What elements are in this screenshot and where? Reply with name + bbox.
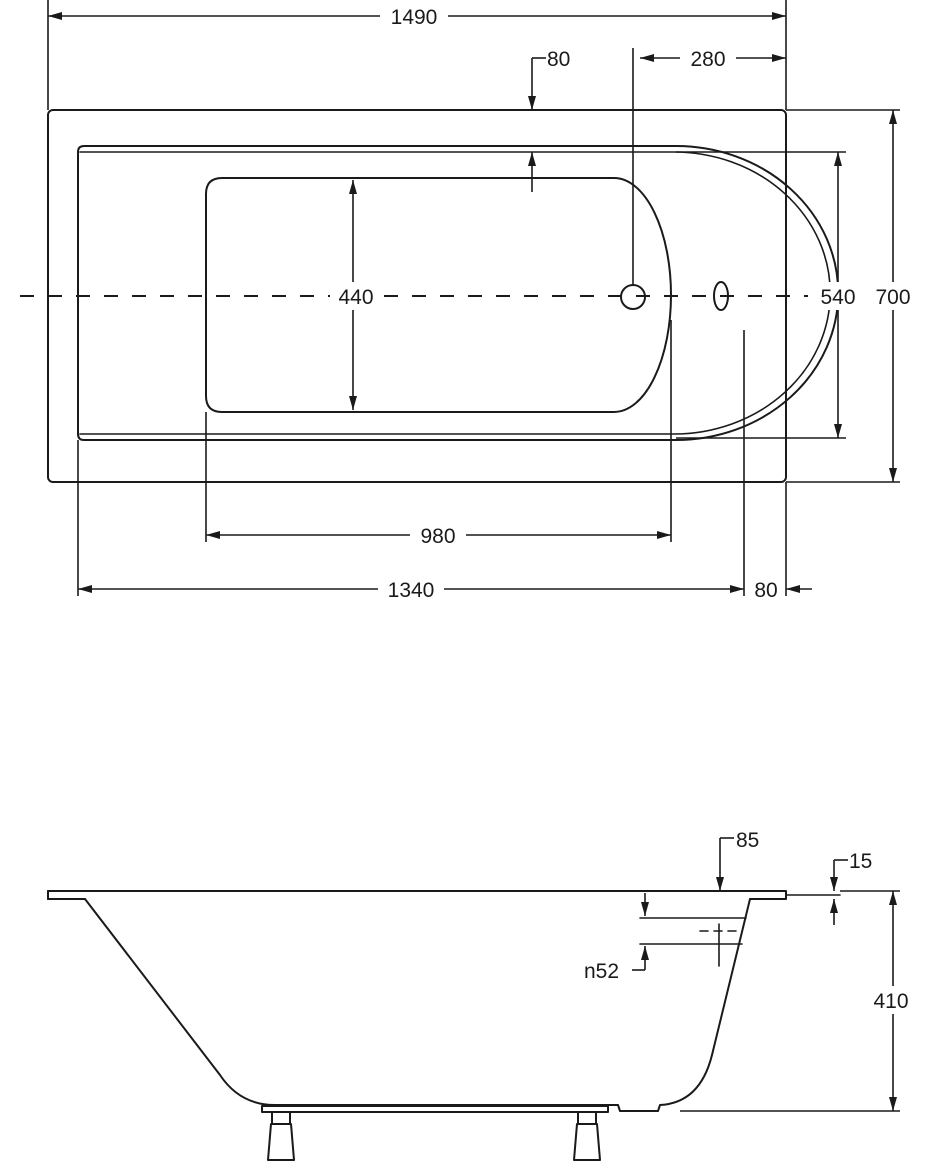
inner-tub-outline	[77, 145, 840, 441]
side-tub-body	[84, 898, 751, 1112]
side-rim-outline	[47, 890, 787, 900]
dimension-rim-thickness: 15	[849, 850, 872, 873]
side-view: 85 15 410 n52	[47, 829, 918, 1161]
dimension-overall-width: 700	[875, 286, 910, 309]
foot-right-icon	[573, 1123, 601, 1161]
dimension-rim-width: 85	[736, 829, 759, 852]
dimension-depth: 410	[873, 990, 908, 1013]
dimension-rim-end: 80	[754, 579, 777, 602]
dimension-inner-width: 540	[820, 286, 855, 309]
dimension-basin-length: 980	[420, 525, 455, 548]
dimension-overflow-diameter: n52	[584, 960, 619, 983]
dimension-rim-top: 80	[547, 48, 570, 71]
overflow-icon	[713, 281, 729, 311]
support-frame	[261, 1105, 609, 1125]
dimension-inner-length: 1340	[388, 579, 435, 602]
foot-left-icon	[267, 1123, 295, 1161]
dimension-overall-length: 1490	[391, 6, 438, 29]
inner-tub-inner-edge	[79, 151, 832, 435]
plan-view: 1490 280 80 700 540	[20, 0, 918, 603]
dimension-basin-width: 440	[338, 286, 373, 309]
dimension-drain-offset: 280	[690, 48, 725, 71]
basin-bottom-outline	[205, 177, 672, 413]
